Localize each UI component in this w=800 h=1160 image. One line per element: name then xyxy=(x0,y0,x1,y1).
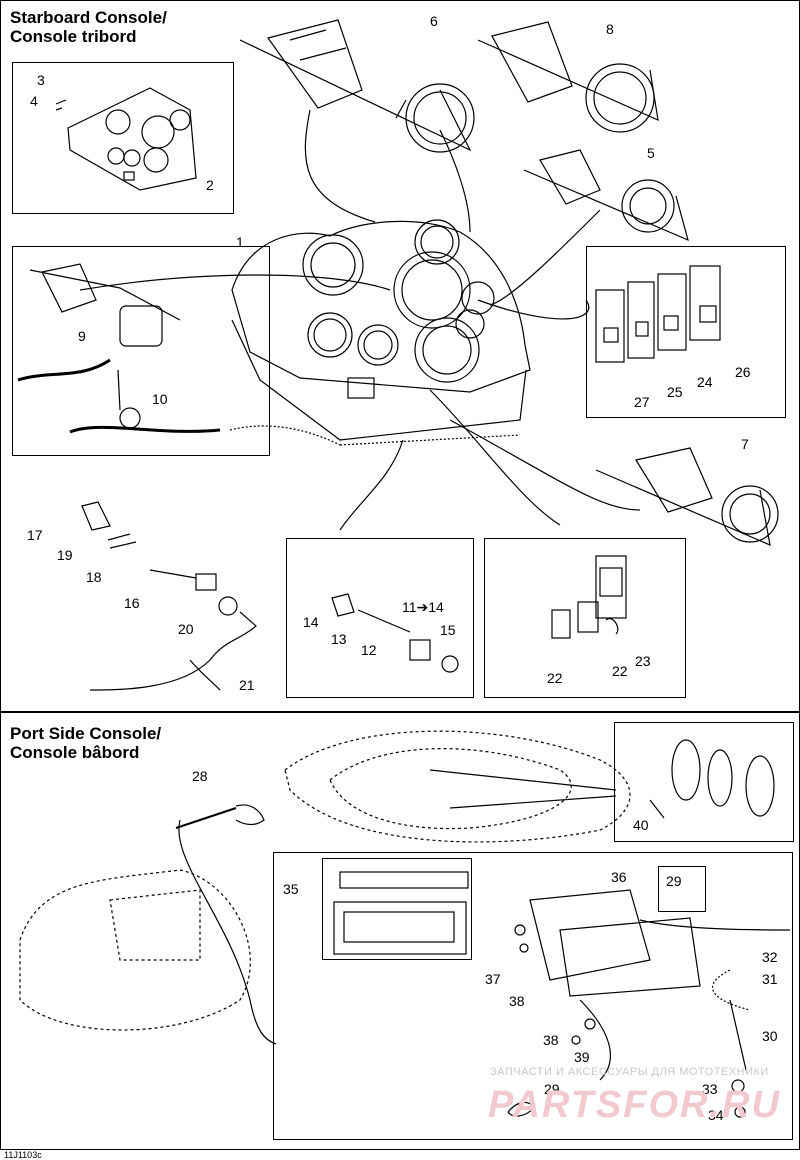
gauge-socket-g xyxy=(357,324,399,366)
gauge-socket-h xyxy=(414,317,480,383)
callout-29b: 29 xyxy=(544,1081,560,1097)
gauge-socket-d xyxy=(461,281,495,315)
callout-2: 2 xyxy=(206,177,214,193)
callout-40: 40 xyxy=(633,817,649,833)
speaker-box xyxy=(614,722,794,842)
port-title-line1: Port Side Console/ xyxy=(10,724,162,743)
callout-33: 33 xyxy=(702,1081,718,1097)
callout-22b: 22 xyxy=(612,663,628,679)
callout-1: 1 xyxy=(236,234,244,250)
callout-22a: 22 xyxy=(547,670,563,686)
callout-13: 13 xyxy=(331,631,347,647)
gauge-socket-c xyxy=(393,251,471,329)
bezel-subassembly-box xyxy=(12,62,234,214)
gauge-socket-b xyxy=(414,219,460,265)
callout-24: 24 xyxy=(697,374,713,390)
gauge-socket-e xyxy=(455,309,485,339)
watermark-tagline: ЗАПЧАСТИ И АКСЕССУАРЫ ДЛЯ МОТОТЕХНИКИ xyxy=(490,1066,769,1078)
callout-16: 16 xyxy=(124,595,140,611)
callout-23: 23 xyxy=(635,653,651,669)
callout-12: 12 xyxy=(361,642,377,658)
gauge-socket-a xyxy=(302,234,364,296)
callout-28: 28 xyxy=(192,768,208,784)
callout-38a: 38 xyxy=(509,993,525,1009)
callout-39: 39 xyxy=(574,1049,590,1065)
gauge-socket-f xyxy=(307,312,353,358)
callout-11-14: 11➔14 xyxy=(402,599,444,615)
callout-26: 26 xyxy=(735,364,751,380)
starboard-title-line2: Console tribord xyxy=(10,27,137,46)
callout-37: 37 xyxy=(485,971,501,987)
callout-18: 18 xyxy=(86,569,102,585)
callout-4: 4 xyxy=(30,93,38,109)
callout-35: 35 xyxy=(283,881,299,897)
port-title-line2: Console bâbord xyxy=(10,743,140,762)
figure-code: 11J1103c xyxy=(4,1150,42,1160)
callout-7: 7 xyxy=(741,436,749,452)
switch-22-23-box xyxy=(484,538,686,698)
callout-20: 20 xyxy=(178,621,194,637)
clip-29-box xyxy=(658,866,706,912)
callout-30: 30 xyxy=(762,1028,778,1044)
connector-box xyxy=(286,538,474,698)
callout-10: 10 xyxy=(152,391,168,407)
callout-25: 25 xyxy=(667,384,683,400)
console-body xyxy=(231,220,531,393)
callout-17: 17 xyxy=(27,527,43,543)
callout-34: 34 xyxy=(708,1107,724,1123)
callout-5: 5 xyxy=(647,145,655,161)
callout-36: 36 xyxy=(611,869,627,885)
callout-14: 14 xyxy=(303,614,319,630)
callout-15: 15 xyxy=(440,622,456,638)
callout-21: 21 xyxy=(239,677,255,693)
callout-19: 19 xyxy=(57,547,73,563)
callout-27: 27 xyxy=(634,394,650,410)
stereo-trim-box xyxy=(322,858,472,960)
callout-32: 32 xyxy=(762,949,778,965)
callout-8: 8 xyxy=(606,21,614,37)
starboard-title-line1: Starboard Console/ xyxy=(10,8,167,27)
callout-31: 31 xyxy=(762,971,778,987)
callout-38b: 38 xyxy=(543,1032,559,1048)
callout-9: 9 xyxy=(78,328,86,344)
watermark-brand: PARTSFOR.RU xyxy=(488,1084,781,1126)
callout-3: 3 xyxy=(37,72,45,88)
callout-29a: 29 xyxy=(666,873,682,889)
switch-plate-slot xyxy=(347,377,375,399)
callout-6: 6 xyxy=(430,13,438,29)
